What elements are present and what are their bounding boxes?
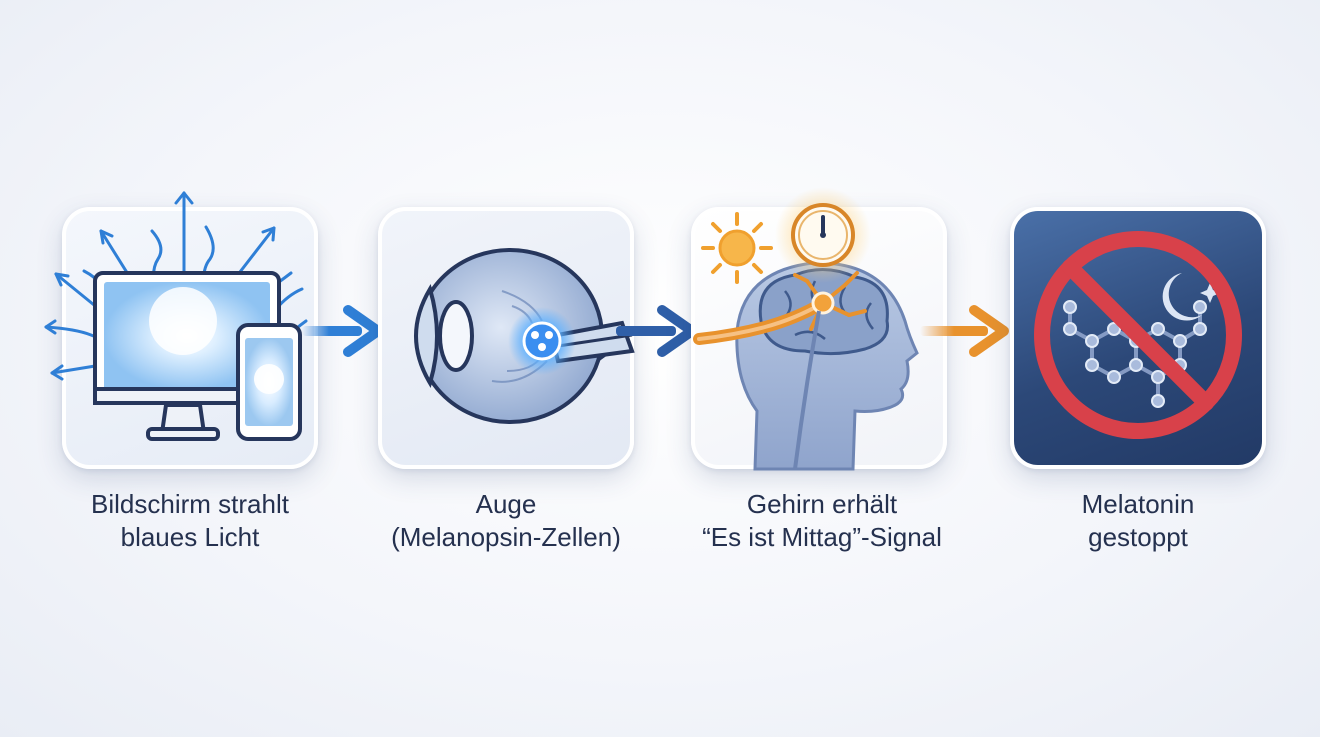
arrow-right-icon (920, 305, 1009, 357)
monitor-phone-blue-light-icon (44, 191, 308, 441)
caption-line-1: Melatonin (1081, 489, 1195, 519)
caption-line-2: “Es ist Mittag”-Signal (702, 522, 942, 552)
arrow-right-icon (302, 305, 383, 357)
step-card-brain (691, 187, 947, 471)
caption-line-2: blaues Licht (120, 522, 260, 552)
caption-step-2: Auge (Melanopsin-Zellen) (356, 488, 656, 554)
step-card-melatonin (1010, 207, 1266, 469)
arrow-right-icon (616, 305, 697, 357)
caption-line-1: Gehirn erhält (746, 489, 898, 519)
caption-step-4: Melatonin gestoppt (988, 488, 1288, 554)
caption-line-1: Bildschirm strahlt (91, 489, 289, 519)
no-melatonin-icon (1034, 231, 1242, 439)
caption-step-1: Bildschirm strahlt blaues Licht (40, 488, 340, 554)
caption-line-1: Auge (475, 489, 537, 519)
caption-step-3: Gehirn erhält “Es ist Mittag”-Signal (672, 488, 972, 554)
step-card-screen (44, 191, 318, 469)
brain-clock-sun-icon (693, 187, 919, 471)
caption-line-2: gestoppt (1088, 522, 1188, 552)
caption-line-2: (Melanopsin-Zellen) (391, 522, 621, 552)
step-card-eye (378, 207, 635, 469)
eye-icon (414, 248, 635, 424)
